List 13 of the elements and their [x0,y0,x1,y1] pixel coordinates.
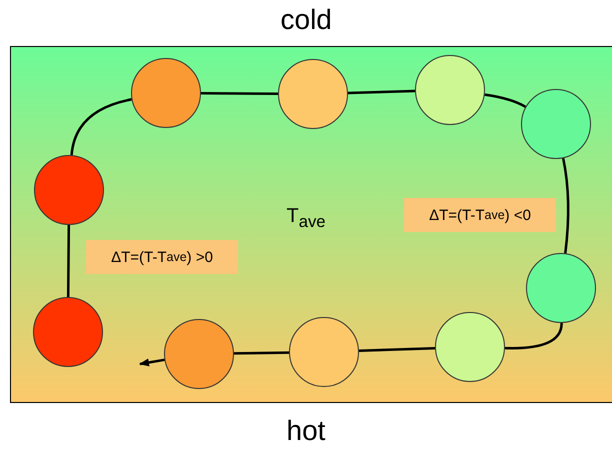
loop-line [201,92,278,96]
loop-line [234,351,290,355]
temperature-label: cold [280,4,332,36]
loop-line [348,90,416,94]
temperature-label: hot [286,415,326,447]
loop-line [66,225,70,297]
loop-line [562,158,570,254]
loop-line [484,93,526,108]
loop-line [70,98,132,156]
average-temperature-label: T$_{ave}$ [286,205,326,232]
arrow [139,358,165,366]
loop-line [504,322,563,350]
loop-line [358,346,436,352]
